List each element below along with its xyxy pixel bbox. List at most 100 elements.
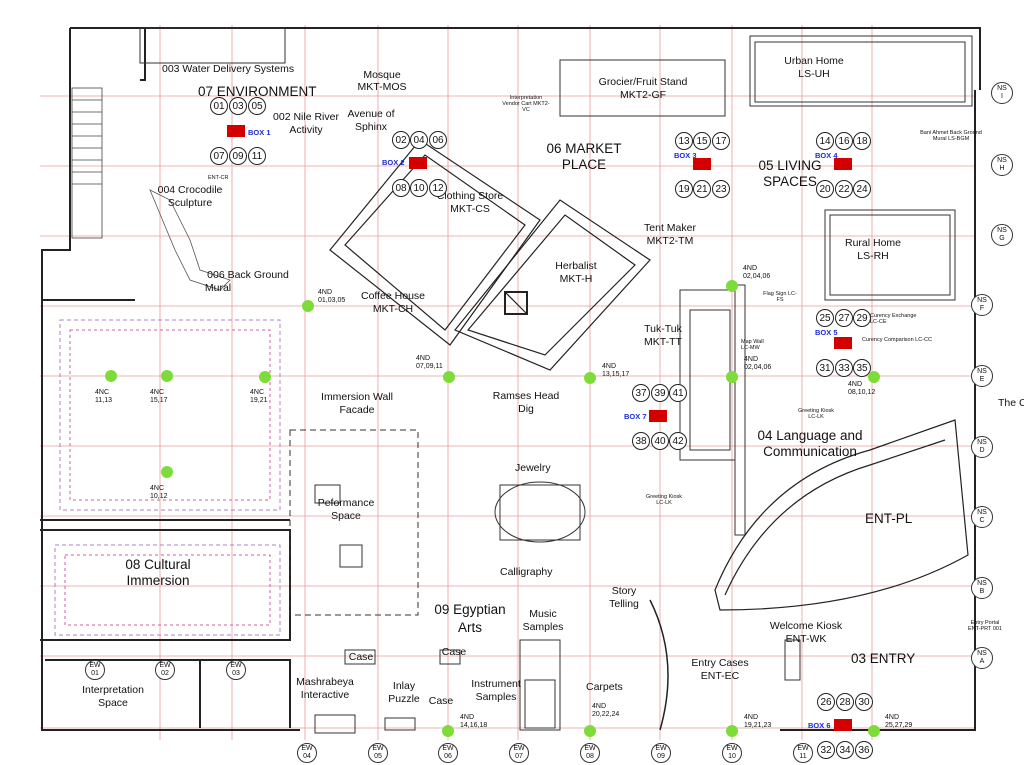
label-rural-home: Rural Home <box>844 237 902 249</box>
box-6-label: BOX 6 <box>808 721 831 730</box>
sensor-dot <box>584 725 596 737</box>
label-back-ground-mural-2: Mural <box>204 282 232 294</box>
sensor-number: 39 <box>651 384 669 402</box>
zone-ent-pl: ENT-PL <box>865 511 913 526</box>
label-instrument-samples-2: Samples <box>475 691 517 703</box>
label-music-samples: Music <box>529 608 557 620</box>
label-tent-maker: Tent Maker <box>644 222 696 234</box>
storytelling-arc <box>649 599 669 731</box>
sensor-number: 33 <box>835 359 853 377</box>
sensor-number: 36 <box>855 741 873 759</box>
label-coffee-house: Coffee House <box>360 290 426 302</box>
box-1-label: BOX 1 <box>248 128 271 137</box>
sensor-number: 29 <box>853 309 871 327</box>
sensor-number: 28 <box>836 693 854 711</box>
label-mashrabeya-2: Interactive <box>300 689 350 701</box>
sensor-number: 06 <box>429 131 447 149</box>
label-herbalist: Herbalist <box>555 260 597 272</box>
zone-cultural-immersion-line2: Immersion <box>126 573 190 588</box>
label-calligraphy: Calligraphy <box>500 566 553 578</box>
label-crocodile-2: Sculpture <box>167 197 213 209</box>
furniture <box>314 481 801 734</box>
sensor-number: 25 <box>816 309 834 327</box>
sensor-number: 09 <box>229 147 247 165</box>
crocodile-sculpture <box>149 189 231 291</box>
label-nile-river-2: Activity <box>289 124 323 136</box>
interior-walls <box>54 27 973 731</box>
label-entry-cases-code: ENT-EC <box>700 670 740 682</box>
sensor-number: 12 <box>429 179 447 197</box>
label-urban-home: Urban Home <box>784 55 844 67</box>
sensor-number: 08 <box>392 179 410 197</box>
sensor-dot <box>442 725 454 737</box>
sensor-number: 18 <box>853 132 871 150</box>
grid-lines <box>40 25 975 740</box>
zone-environment: 07 ENVIRONMENT <box>198 84 317 99</box>
sensor-dot <box>302 300 314 312</box>
sensor-number: 16 <box>835 132 853 150</box>
sensor-dot <box>161 370 173 382</box>
sensor-number: 15 <box>693 132 711 150</box>
label-music-samples-2: Samples <box>522 621 564 633</box>
sensor-dot <box>868 371 880 383</box>
box-7-marker <box>649 410 667 422</box>
sensor-dot <box>868 725 880 737</box>
box-1-marker <box>227 125 245 137</box>
box-4-marker <box>834 158 852 170</box>
label-story-telling: Story <box>611 585 637 597</box>
label-story-telling-2: Telling <box>609 598 639 610</box>
sensor-number: 05 <box>248 97 266 115</box>
box-3-label: BOX 3 <box>674 151 697 160</box>
box-5-marker <box>834 337 852 349</box>
label-case-3: Case <box>428 695 454 707</box>
label-ent-cr: ENT-CR <box>208 175 229 181</box>
box-5-label: BOX 5 <box>815 328 838 337</box>
zone-entry: 03 ENTRY <box>851 651 916 666</box>
sensor-dot <box>584 372 596 384</box>
sensor-number: 10 <box>410 179 428 197</box>
label-back-ground-mural: 006 Back Ground <box>207 269 289 281</box>
sensor-number: 26 <box>817 693 835 711</box>
zone-cultural-immersion-line1: 08 Cultural <box>125 557 191 572</box>
sensor-number: 30 <box>855 693 873 711</box>
zone-living-spaces-line2: SPACES <box>763 174 817 189</box>
sensor-dot <box>105 370 117 382</box>
sensor-number: 21 <box>693 180 711 198</box>
sensor-number: 07 <box>210 147 228 165</box>
sensor-number: 22 <box>835 180 853 198</box>
sensor-dot <box>259 371 271 383</box>
label-welcome-kiosk-code: ENT-WK <box>785 633 827 645</box>
stairs <box>71 87 103 239</box>
sensor-number: 34 <box>836 741 854 759</box>
label-carpets: Carpets <box>586 681 623 693</box>
label-performance-2: Space <box>331 510 361 522</box>
label-bani-ahmet: Bani Ahmet Back Ground Mural LS-BGM <box>920 130 982 143</box>
label-mashrabeya: Mashrabeya <box>296 676 354 688</box>
sensor-number: 35 <box>853 359 871 377</box>
sensor-dot <box>161 466 173 478</box>
box-2-marker <box>409 157 427 169</box>
sensor-number: 14 <box>816 132 834 150</box>
box-6-marker <box>834 719 852 731</box>
label-interpretation-space-2: Space <box>98 697 128 709</box>
label-mosque: Mosque <box>363 69 401 81</box>
label-inlay-puzzle-2: Puzzle <box>388 693 420 705</box>
sensor-number: 27 <box>835 309 853 327</box>
label-grocier-code: MKT2-GF <box>619 89 667 101</box>
